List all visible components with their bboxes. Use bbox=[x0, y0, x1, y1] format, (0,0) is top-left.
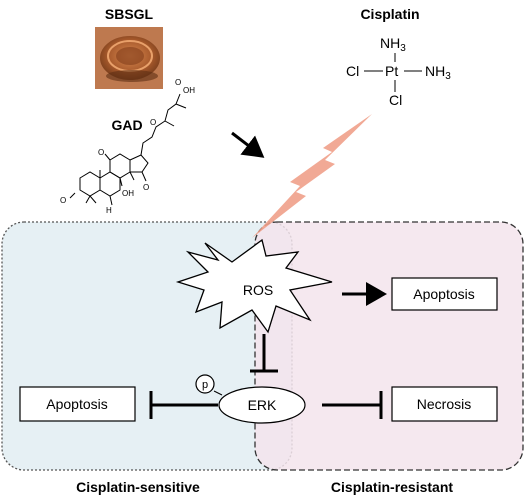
gad-atom-labels: OH O O O O O OH H bbox=[60, 78, 195, 215]
apoptosis-label-right: Apoptosis bbox=[413, 286, 474, 302]
nh3-top: NH3 bbox=[380, 35, 406, 54]
sbsgl-label: SBSGL bbox=[105, 6, 154, 22]
ros-label: ROS bbox=[243, 282, 273, 298]
gad-structure bbox=[69, 93, 187, 206]
cisplatin-resistant-panel bbox=[254, 221, 524, 471]
necrosis-box bbox=[391, 386, 498, 422]
gad-oh-acid: OH bbox=[183, 86, 195, 95]
gad-arrow bbox=[231, 131, 265, 158]
gad-o-ringB: O bbox=[98, 148, 104, 157]
erk-node bbox=[218, 386, 306, 424]
gad-o-chain: O bbox=[150, 118, 156, 127]
gad-h: H bbox=[106, 206, 112, 215]
cisplatin-lightning bbox=[252, 114, 372, 238]
gad-label: GAD bbox=[111, 117, 142, 133]
cl-left: Cl bbox=[346, 63, 359, 79]
gad-o-ringA: O bbox=[60, 196, 66, 205]
gad-oh-ring: OH bbox=[122, 189, 134, 198]
gad-o-acid: O bbox=[175, 78, 181, 87]
cisplatin-label: Cisplatin bbox=[360, 6, 419, 22]
apoptosis-label-left: Apoptosis bbox=[46, 396, 107, 412]
erk-label: ERK bbox=[248, 397, 277, 413]
cisplatin-resistant-label: Cisplatin-resistant bbox=[331, 479, 453, 495]
pt-atom: Pt bbox=[385, 63, 398, 79]
ros-starburst bbox=[175, 238, 333, 334]
cisplatin-structure: NH3 Cl Pt NH3 Cl bbox=[346, 35, 451, 108]
gad-o-ringD: O bbox=[143, 183, 149, 192]
phospho-marker bbox=[195, 374, 215, 394]
necrosis-label: Necrosis bbox=[417, 396, 471, 412]
phospho-label: p bbox=[202, 379, 208, 391]
apoptosis-box-right bbox=[391, 277, 498, 311]
cl-bottom: Cl bbox=[389, 92, 402, 108]
nh3-right: NH3 bbox=[425, 63, 451, 82]
apoptosis-box-left bbox=[19, 386, 136, 422]
cisplatin-sensitive-label: Cisplatin-sensitive bbox=[76, 479, 200, 495]
sbsgl-mushroom-image bbox=[95, 27, 163, 89]
